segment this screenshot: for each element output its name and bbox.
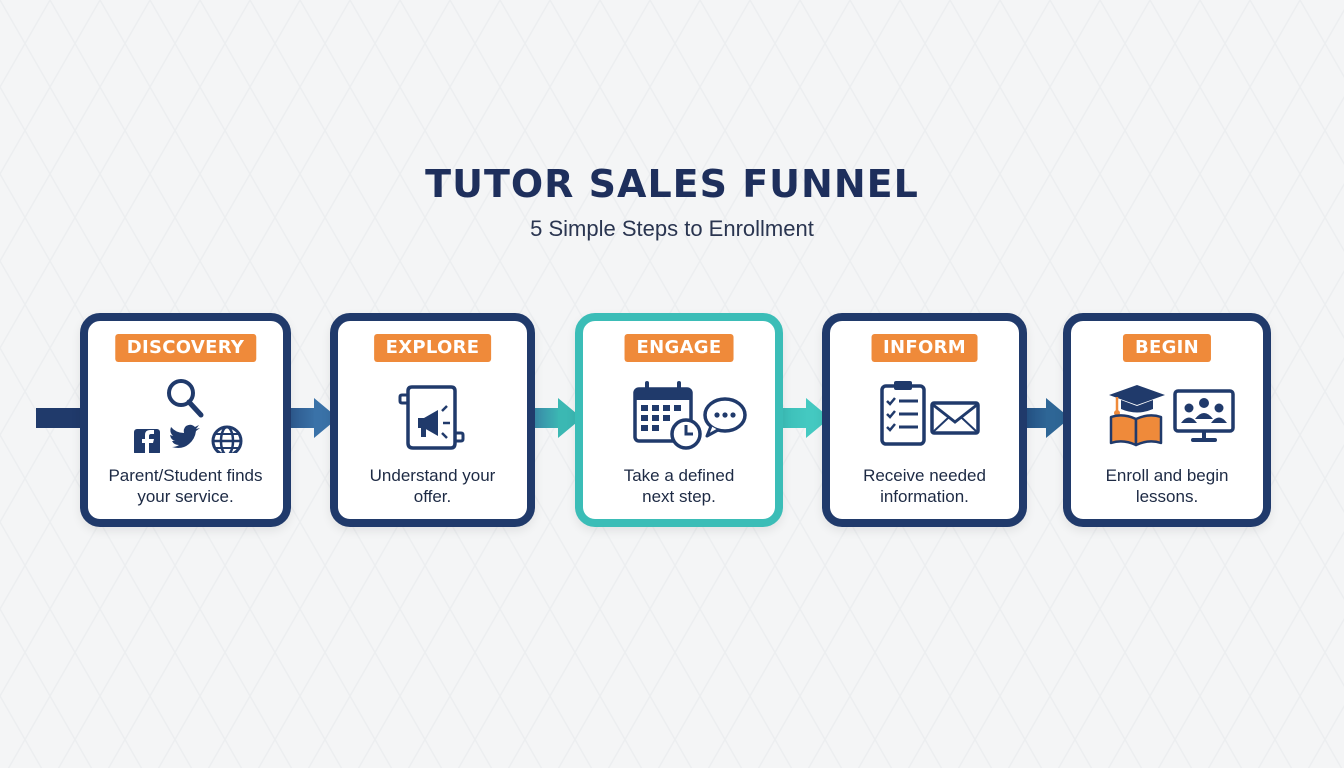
calendar-clock-icon xyxy=(633,381,702,450)
envelope-icon xyxy=(930,401,980,435)
step-label: BEGIN xyxy=(1122,334,1212,362)
page-title: TUTOR SALES FUNNEL xyxy=(425,162,919,206)
step-description: Take a defined next step. xyxy=(589,465,769,507)
magnifier-icon xyxy=(167,379,204,418)
step-description-line-2: information. xyxy=(880,487,969,506)
step-description-line-1: Understand your xyxy=(369,466,496,485)
step-description: Enroll and begin lessons. xyxy=(1077,465,1257,507)
step-icons xyxy=(633,381,747,450)
step-description-line-1: Parent/Student finds xyxy=(108,466,263,485)
page-subtitle: 5 Simple Steps to Enrollment xyxy=(530,216,814,241)
connector-4-5 xyxy=(1024,408,1048,428)
step-description-line-1: Take a defined xyxy=(623,466,735,485)
step-label: INFORM xyxy=(871,334,978,362)
step-icons xyxy=(134,379,243,453)
twitter-icon xyxy=(170,424,200,448)
step-description: Understand your offer. xyxy=(344,465,521,507)
step-discovery: DISCOVERY Parent/Student finds your serv… xyxy=(80,313,291,527)
step-description-line-2: next step. xyxy=(642,487,716,506)
globe-icon xyxy=(211,425,243,453)
step-inform: INFORM Receive needed information. xyxy=(822,313,1027,527)
step-description-line-2: offer. xyxy=(413,487,452,506)
step-label: DISCOVERY xyxy=(114,334,257,362)
step-description-line-2: your service. xyxy=(137,487,234,506)
step-icons xyxy=(880,381,980,446)
connector-2-3 xyxy=(532,408,560,428)
step-icons xyxy=(1109,385,1235,447)
step-description-line-1: Enroll and begin xyxy=(1105,466,1229,485)
video-class-icon xyxy=(1173,389,1235,442)
clipboard-checklist-icon xyxy=(880,381,926,446)
step-description: Parent/Student finds your service. xyxy=(94,465,277,507)
connector-1-2 xyxy=(286,408,316,428)
graduation-book-icon xyxy=(1109,385,1165,447)
step-label: EXPLORE xyxy=(373,334,492,362)
connector-3-4 xyxy=(780,408,808,428)
step-icons xyxy=(398,385,465,450)
chat-bubble-icon xyxy=(703,397,747,438)
lead-in-connector xyxy=(36,408,86,428)
step-description: Receive needed information. xyxy=(836,465,1013,507)
step-engage: ENGAGE Take a defined next step. xyxy=(575,313,783,527)
step-explore: EXPLORE Understand your offer. xyxy=(330,313,535,527)
facebook-icon xyxy=(134,429,160,453)
megaphone-scroll-icon xyxy=(398,385,465,450)
step-label: ENGAGE xyxy=(624,334,734,362)
step-description-line-2: lessons. xyxy=(1135,487,1199,506)
step-begin: BEGIN Enroll and begin lessons. xyxy=(1063,313,1271,527)
step-description-line-1: Receive needed xyxy=(863,466,986,485)
